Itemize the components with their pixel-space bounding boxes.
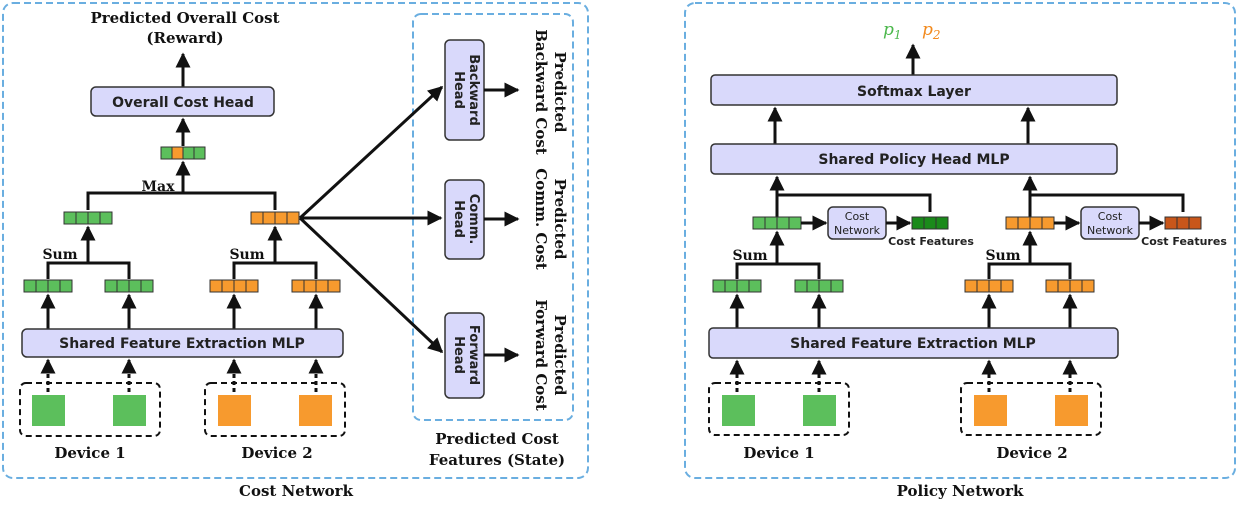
forward-head-line1: Forward (466, 325, 481, 385)
max-label: Max (142, 179, 176, 195)
device2-sum-vector (250, 211, 300, 225)
policy-head-label: Shared Policy Head MLP (818, 152, 1009, 168)
policy-device1-b (803, 395, 836, 426)
cost-network-border (2, 2, 589, 479)
cost-device2-b (299, 395, 332, 426)
forward-head-line2: Head (451, 336, 466, 374)
policy-device2-a (974, 395, 1007, 426)
pred-comm-line1: Predicted (551, 178, 569, 260)
cost-features-green (911, 216, 949, 230)
cost-device2-a (218, 395, 251, 426)
reward-label-line1: Predicted Overall Cost (90, 9, 279, 27)
policy-sum-label-1: Sum (732, 248, 767, 264)
state-features-border (412, 13, 574, 421)
cost-shared-mlp-box (21, 328, 344, 358)
policy-head-box (710, 143, 1118, 175)
policy-device1-feature-vectors (712, 279, 844, 293)
pred-backward-line2: Backward Cost (532, 29, 550, 155)
device1-feature-vectors (23, 279, 154, 293)
cost-network-panel: Predicted Overall Cost (Reward) Overall … (2, 2, 589, 479)
cost-device2-label: Device 2 (241, 444, 312, 462)
policy-device2-feature-vectors (964, 279, 1095, 293)
p2-label: p2 (922, 20, 941, 42)
comm-head-line1: Comm. (466, 194, 481, 245)
policy-shared-mlp-label: Shared Feature Extraction MLP (790, 336, 1036, 352)
policy-network-border (684, 2, 1236, 479)
pred-comm-line2: Comm. Cost (532, 168, 550, 270)
state-caption-line1: Predicted Cost (435, 430, 559, 448)
policy-device2-b (1055, 395, 1088, 426)
pred-forward-line1: Predicted (551, 314, 569, 396)
policy-network-caption: Policy Network (897, 482, 1024, 500)
pred-backward-line1: Predicted (551, 51, 569, 133)
pred-forward-line2: Forward Cost (532, 299, 550, 410)
cost-net-1-line1: Cost (845, 210, 870, 223)
max-feature-vector (160, 146, 206, 160)
sum-label-1: Sum (42, 247, 77, 263)
comm-head-line2: Head (451, 200, 466, 238)
policy-device1-group (708, 382, 850, 436)
cost-features-label-1: Cost Features (888, 235, 974, 248)
policy-device2-group (960, 382, 1102, 436)
cost-net-2-line2: Network (1087, 224, 1134, 237)
reward-label-line2: (Reward) (146, 29, 223, 47)
backward-head-line2: Head (451, 71, 466, 109)
cost-device1-b (113, 395, 146, 426)
cost-net-2-line1: Cost (1098, 210, 1123, 223)
cost-features-orange (1164, 216, 1202, 230)
device2-feature-vectors (209, 279, 341, 293)
softmax-label: Softmax Layer (857, 84, 971, 100)
cost-net-1-line2: Network (834, 224, 881, 237)
policy-shared-mlp-box (708, 327, 1119, 359)
cost-network-caption: Cost Network (239, 482, 354, 500)
state-caption-line2: Features (State) (429, 451, 565, 469)
policy-device2-sum-vector (1005, 216, 1055, 230)
p1-label: p1 (883, 20, 902, 42)
device1-sum-vector (63, 211, 113, 225)
cost-device1-group (19, 382, 161, 437)
policy-device2-label: Device 2 (996, 444, 1067, 462)
overall-cost-head-label: Overall Cost Head (112, 95, 254, 111)
policy-device1-label: Device 1 (743, 444, 814, 462)
overall-cost-head-box (90, 86, 275, 117)
policy-sum-label-2: Sum (985, 248, 1020, 264)
cost-device1-a (32, 395, 65, 426)
cost-device2-group (204, 382, 346, 437)
softmax-box (710, 74, 1118, 106)
backward-head-line1: Backward (466, 54, 481, 126)
policy-device1-a (722, 395, 755, 426)
cost-shared-mlp-label: Shared Feature Extraction MLP (59, 336, 305, 352)
policy-device1-sum-vector (752, 216, 802, 230)
cost-device1-label: Device 1 (54, 444, 125, 462)
cost-features-label-2: Cost Features (1141, 235, 1227, 248)
sum-label-2: Sum (229, 247, 264, 263)
policy-network-panel: p1 p2 Softmax Layer Shared Policy Head M… (684, 2, 1236, 479)
